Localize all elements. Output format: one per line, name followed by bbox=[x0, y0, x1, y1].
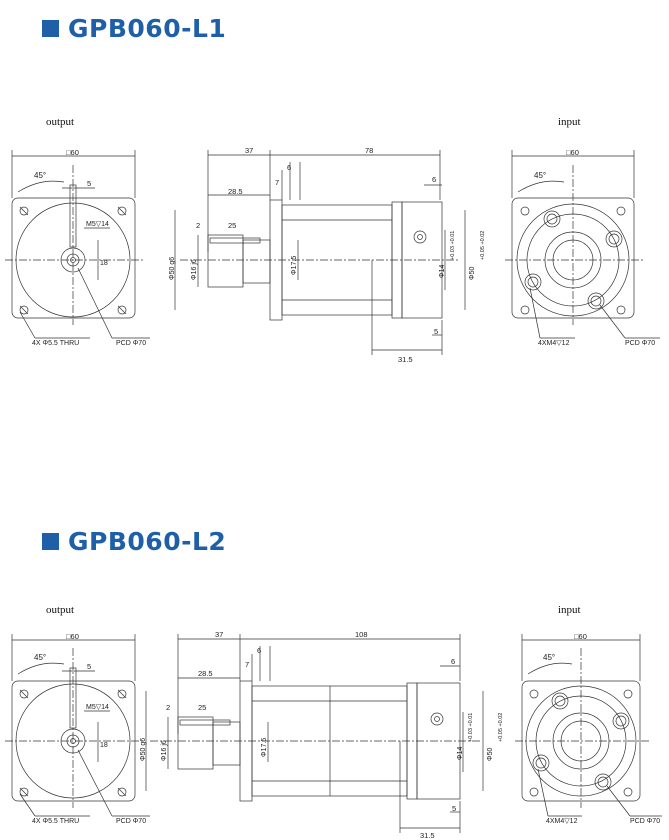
out-square-dim: □60 bbox=[66, 148, 79, 157]
flange-thickness-dim: 6 bbox=[257, 646, 261, 655]
bore-tol-dim: +0.03 +0.01 bbox=[468, 713, 474, 742]
bore-dia-dim: Φ14 bbox=[457, 747, 464, 760]
pilot-dia-dim: Φ50 g6 bbox=[169, 257, 176, 280]
shoulder-dia-dim: Φ17.5 bbox=[261, 738, 268, 757]
out-key-height-dim: 18 bbox=[100, 742, 108, 749]
body-length-dim: 78 bbox=[365, 146, 373, 155]
key-offset-dim: 2 bbox=[166, 703, 170, 712]
out-angle-dim: 45° bbox=[34, 171, 46, 180]
spigot-dim: 5 bbox=[452, 804, 456, 813]
motor-shaft-dim: 31.5 bbox=[420, 831, 435, 840]
in-angle-dim: 45° bbox=[543, 653, 555, 662]
motor-shaft-dim: 31.5 bbox=[398, 355, 413, 364]
title-square-icon bbox=[42, 20, 59, 37]
key-length-dim: 25 bbox=[228, 221, 236, 230]
input-pilot-dim: Φ50 bbox=[487, 748, 494, 761]
in-pcd-dim: PCD Φ70 bbox=[625, 340, 655, 347]
input-flange-dim: 6 bbox=[451, 657, 455, 666]
pilot-dia-dim: Φ50 g6 bbox=[140, 738, 147, 761]
output-label: output bbox=[46, 116, 75, 128]
drawing-l2: □60 45° 5 M5▽14 18 4X Φ5.5 THRU PCD Φ70 … bbox=[5, 630, 662, 840]
in-holes-dim: 4XM4▽12 bbox=[538, 340, 570, 347]
side-view bbox=[174, 150, 466, 355]
in-square-dim: □60 bbox=[574, 632, 587, 641]
model-title: GPB060-L2 bbox=[68, 527, 227, 556]
drawing-l1: □60 45° 5 M5▽14 18 4X Φ5.5 THRU PCD Φ70 … bbox=[5, 146, 660, 364]
output-end-view bbox=[5, 150, 150, 339]
out-thread-dim: M5▽14 bbox=[86, 704, 109, 711]
output-label: output bbox=[46, 604, 75, 616]
bore-dia-dim: Φ14 bbox=[439, 265, 446, 278]
input-label: input bbox=[558, 116, 581, 128]
key-offset-dim: 2 bbox=[196, 221, 200, 230]
input-label: input bbox=[558, 604, 581, 616]
model-title: GPB060-L1 bbox=[68, 14, 227, 43]
step-dim: 7 bbox=[275, 178, 279, 187]
out-square-dim: □60 bbox=[66, 632, 79, 641]
input-pilot-tol-dim: +0.05 +0.02 bbox=[498, 713, 504, 742]
section-title-l2: GPB060-L2 bbox=[42, 527, 226, 556]
output-end-view bbox=[5, 634, 150, 817]
out-holes-dim: 4X Φ5.5 THRU bbox=[32, 818, 79, 825]
in-pcd-dim: PCD Φ70 bbox=[630, 818, 660, 825]
shaft-length-dim: 37 bbox=[245, 146, 253, 155]
out-key-width-dim: 5 bbox=[87, 662, 91, 671]
in-angle-dim: 45° bbox=[534, 171, 546, 180]
input-pilot-dim: Φ50 bbox=[469, 267, 476, 280]
out-pcd-dim: PCD Φ70 bbox=[116, 818, 146, 825]
out-holes-dim: 4X Φ5.5 THRU bbox=[32, 340, 79, 347]
shaft-length-dim: 37 bbox=[215, 630, 223, 639]
in-holes-dim: 4XM4▽12 bbox=[546, 818, 578, 825]
in-square-dim: □60 bbox=[566, 148, 579, 157]
out-thread-dim: M5▽14 bbox=[86, 221, 109, 228]
out-key-width-dim: 5 bbox=[87, 179, 91, 188]
section-title-l1: GPB060-L1 bbox=[42, 14, 226, 43]
flange-thickness-dim: 6 bbox=[287, 163, 291, 172]
title-square-icon bbox=[42, 533, 59, 550]
input-flange-dim: 6 bbox=[432, 175, 436, 184]
spigot-dim: 5 bbox=[434, 327, 438, 336]
side-view bbox=[145, 634, 484, 833]
shoulder-dia-dim: Φ17.5 bbox=[291, 256, 298, 275]
shaft-dia-dim: Φ16 j6 bbox=[191, 259, 198, 280]
input-pilot-tol-dim: +0.05 +0.02 bbox=[480, 231, 486, 260]
key-span-dim: 28.5 bbox=[228, 187, 243, 196]
bore-tol-dim: +0.03 +0.01 bbox=[450, 231, 456, 260]
shaft-dia-dim: Φ16 j6 bbox=[161, 740, 168, 761]
input-end-view bbox=[515, 634, 662, 817]
out-angle-dim: 45° bbox=[34, 653, 46, 662]
key-span-dim: 28.5 bbox=[198, 669, 213, 678]
input-end-view bbox=[505, 150, 660, 339]
out-key-height-dim: 18 bbox=[100, 260, 108, 267]
key-length-dim: 25 bbox=[198, 703, 206, 712]
body-length-dim: 108 bbox=[355, 630, 368, 639]
step-dim: 7 bbox=[245, 660, 249, 669]
out-pcd-dim: PCD Φ70 bbox=[116, 340, 146, 347]
